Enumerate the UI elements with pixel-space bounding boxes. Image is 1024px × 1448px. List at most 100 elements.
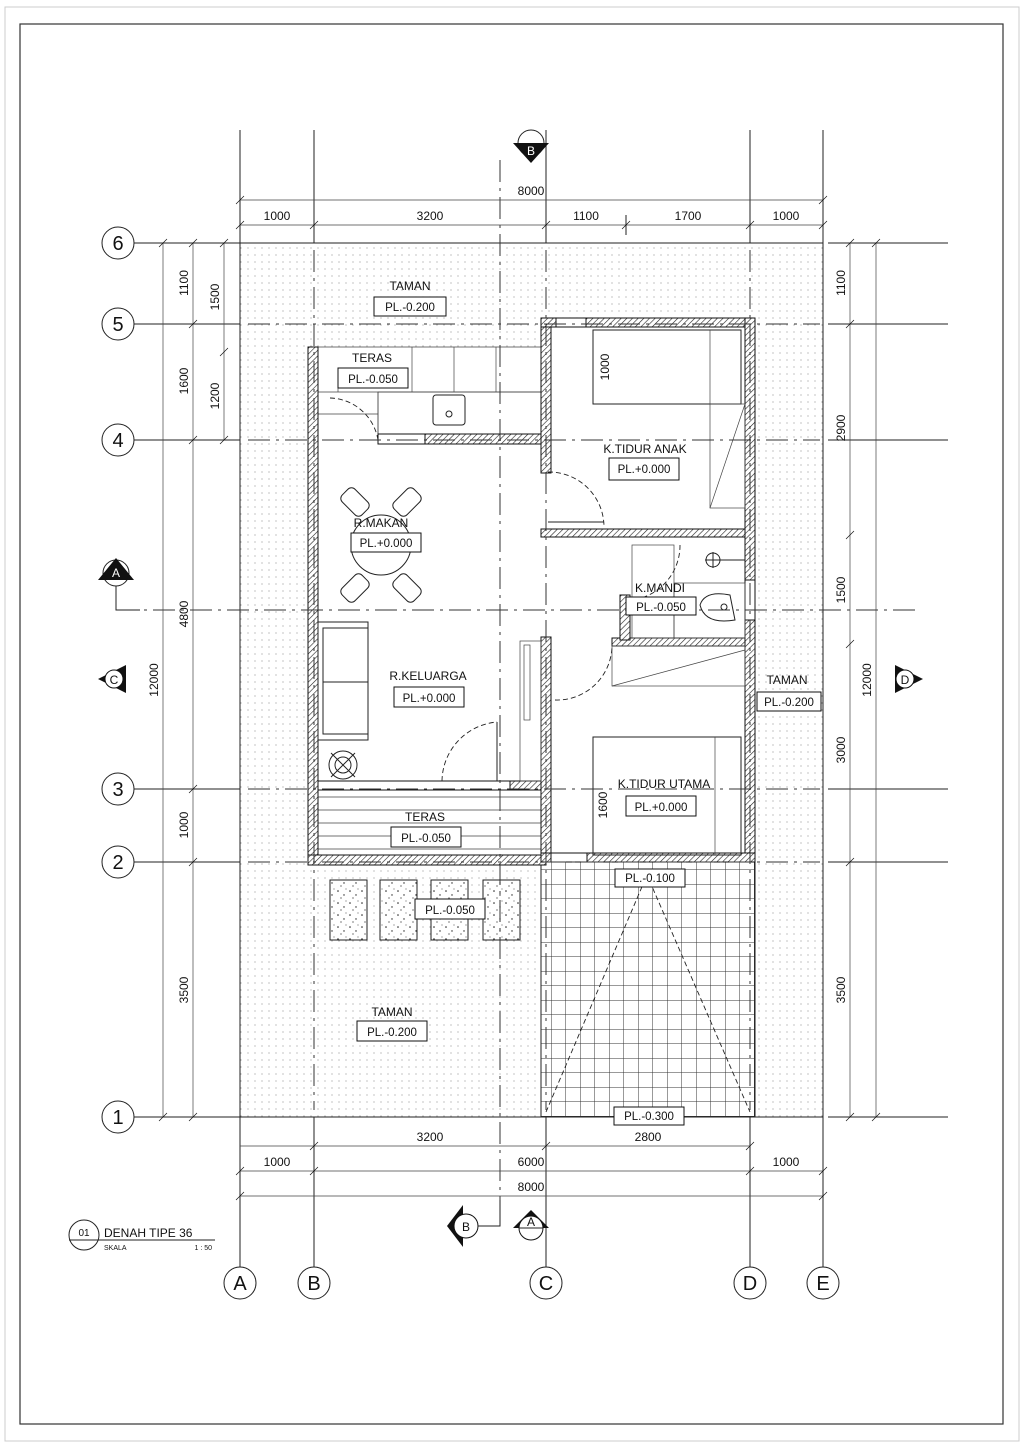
drawing-number: 01 [78, 1228, 90, 1239]
room-teras-back: TERAS PL.-0.050 [337, 351, 409, 389]
dim-right-2: 2900 [834, 414, 848, 441]
bathroom-tub [631, 544, 675, 639]
dim-left-1: 1100 [177, 270, 191, 296]
dim-right-total: 12000 [860, 663, 874, 697]
grid-col-b: B [307, 1273, 320, 1295]
svg-text:PL.-0.100: PL.-0.100 [625, 873, 675, 885]
front-terrace-lines [318, 796, 541, 850]
svg-text:PL.-0.300: PL.-0.300 [624, 1111, 674, 1123]
grid-row-bubbles: 6 5 4 3 2 1 [101, 226, 135, 1134]
room-makan: R.MAKAN PL.+0.000 [350, 516, 422, 553]
room-taman-front: TAMAN PL.-0.200 [356, 1005, 428, 1042]
section-marker-b-top: B [513, 129, 549, 163]
level-stepping-stones: PL.-0.050 [414, 898, 486, 920]
svg-text:PL.-0.200: PL.-0.200 [385, 302, 435, 314]
dim-bottom-6000: 6000 [518, 1155, 545, 1169]
level-carport-bottom: PL.-0.300 [613, 1106, 685, 1126]
svg-text:PL.+0.000: PL.+0.000 [403, 693, 456, 705]
dim-right-3: 1500 [834, 576, 848, 603]
dim-bottom-total: 8000 [518, 1180, 545, 1194]
svg-text:PL.+0.000: PL.+0.000 [360, 538, 413, 550]
svg-text:PL.-0.050: PL.-0.050 [401, 833, 451, 845]
svg-text:TAMAN: TAMAN [766, 673, 807, 687]
dim-top-1: 1000 [264, 209, 291, 223]
grid-col-e: E [816, 1273, 829, 1295]
dim-bottom-3200: 3200 [417, 1130, 444, 1144]
section-d-label: D [901, 673, 910, 687]
wardrobe-anak [709, 403, 746, 509]
sink-drain-icon [445, 410, 453, 418]
dim-bed-anak: 1000 [598, 353, 612, 380]
drawing-title: DENAH TIPE 36 [104, 1226, 193, 1240]
room-tidur-anak: K.TIDUR ANAK PL.+0.000 [603, 442, 687, 481]
dim-bottom-1000-right: 1000 [773, 1155, 800, 1169]
dim-left-total: 12000 [147, 663, 161, 697]
room-taman-back: TAMAN PL.-0.200 [373, 279, 447, 317]
house-floor [313, 347, 546, 865]
window-utama [550, 852, 588, 863]
dimension-lines [158, 195, 881, 1201]
grid-col-c: C [539, 1273, 553, 1295]
dim-bottom-2800: 2800 [635, 1130, 662, 1144]
svg-text:PL.+0.000: PL.+0.000 [635, 802, 688, 814]
sofa [317, 621, 369, 741]
sink-icon [432, 394, 466, 426]
svg-text:TERAS: TERAS [405, 810, 445, 824]
bedroom-block-floor [546, 322, 750, 858]
dim-left-4: 1000 [177, 811, 191, 838]
bed-anak [592, 329, 742, 405]
svg-text:PL.-0.200: PL.-0.200 [367, 1027, 417, 1039]
svg-text:TERAS: TERAS [352, 351, 392, 365]
section-marker-d: D [895, 665, 923, 693]
dim-top-2: 3200 [417, 209, 444, 223]
room-keluarga: R.KELUARGA PL.+0.000 [389, 669, 467, 708]
svg-text:PL.-0.050: PL.-0.050 [636, 602, 686, 614]
room-taman-side: TAMAN PL.-0.200 [756, 673, 822, 712]
section-b-top-label: B [527, 144, 535, 158]
grid-row-3: 3 [112, 779, 123, 801]
drawing-title-block: 01 DENAH TIPE 36 SKALA 1 : 50 [68, 1219, 215, 1252]
section-a-left-label: A [112, 566, 120, 580]
grid-col-d: D [743, 1273, 757, 1295]
section-marker-c: C [98, 665, 126, 693]
section-a-bottom-label: A [527, 1215, 535, 1229]
wardrobe-utama [611, 645, 746, 687]
window-top [555, 317, 587, 328]
dim-top-3: 1100 [573, 209, 599, 223]
sheet-outer-border [4, 6, 1020, 1442]
dim-left-5: 3500 [177, 976, 191, 1003]
svg-text:PL.+0.000: PL.+0.000 [618, 464, 671, 476]
grid-row-6: 6 [112, 233, 123, 255]
dim-left-inner-1: 1500 [208, 283, 222, 310]
section-marker-a-left: A [98, 558, 140, 611]
grid-col-a: A [233, 1273, 247, 1295]
grid-column-bubbles: A B C D E [223, 1266, 840, 1300]
grid-row-2: 2 [112, 852, 123, 874]
doors [329, 397, 681, 782]
svg-text:PL.-0.050: PL.-0.050 [348, 374, 398, 386]
svg-text:TAMAN: TAMAN [371, 1005, 412, 1019]
svg-text:R.MAKAN: R.MAKAN [354, 516, 409, 530]
svg-text:K.MANDI: K.MANDI [635, 581, 685, 595]
dim-top-5: 1000 [773, 209, 800, 223]
svg-text:K.TIDUR UTAMA: K.TIDUR UTAMA [618, 777, 710, 791]
section-b-bottom-label: B [462, 1220, 470, 1234]
dim-left-2: 1600 [177, 367, 191, 394]
dim-right-1: 1100 [834, 270, 848, 296]
svg-text:R.KELUARGA: R.KELUARGA [389, 669, 466, 683]
dim-right-5: 3500 [834, 976, 848, 1003]
dim-top-total: 8000 [518, 184, 545, 198]
dim-bed-utama: 1600 [596, 791, 610, 818]
plant-icon [328, 750, 358, 780]
bed-utama [592, 736, 742, 856]
window-back [377, 433, 426, 445]
grid-row-1: 1 [112, 1107, 123, 1129]
svg-text:K.TIDUR ANAK: K.TIDUR ANAK [603, 442, 686, 456]
shower-icon [705, 552, 745, 568]
carport-paving [540, 861, 756, 1118]
svg-text:TAMAN: TAMAN [389, 279, 430, 293]
scale-value: 1 : 50 [194, 1245, 212, 1252]
dim-left-3: 4800 [177, 600, 191, 627]
grid-row-5: 5 [112, 314, 123, 336]
